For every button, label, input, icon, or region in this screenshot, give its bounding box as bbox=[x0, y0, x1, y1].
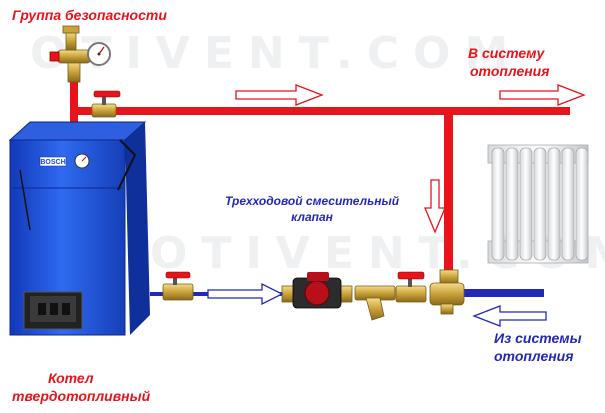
flow-arrow-icon bbox=[235, 84, 324, 106]
y-strainer-icon bbox=[354, 285, 396, 321]
circulation-pump-icon bbox=[281, 272, 353, 309]
safety-group bbox=[49, 25, 111, 83]
boiler-label-line1: Котел bbox=[48, 370, 94, 386]
to-heating-label-line2: отопления bbox=[470, 63, 550, 79]
safety-group-label: Группа безопасности bbox=[12, 7, 167, 23]
flow-arrow-icon bbox=[472, 305, 547, 327]
thermometer-icon bbox=[74, 153, 90, 169]
from-heating-label-line1: Из системы bbox=[494, 330, 582, 346]
ball-valve-icon bbox=[395, 271, 427, 303]
from-heating-label-line2: отопления bbox=[494, 348, 574, 364]
solid-fuel-boiler: BOSCH bbox=[8, 121, 150, 336]
ball-valve-icon bbox=[91, 90, 121, 118]
boiler-badge: BOSCH bbox=[40, 159, 65, 166]
flow-arrow-icon bbox=[499, 84, 586, 106]
flow-arrow-icon bbox=[424, 179, 446, 234]
boiler-label-line2: твердотопливный bbox=[12, 388, 151, 404]
mixing-valve-label-line1: Трехходовой смесительный bbox=[224, 194, 400, 208]
three-way-valve-icon bbox=[429, 269, 465, 315]
to-heating-label-line1: В систему bbox=[468, 45, 545, 61]
flow-arrow-icon bbox=[207, 282, 284, 306]
manometer-icon bbox=[87, 42, 111, 66]
radiator-icon bbox=[487, 144, 589, 264]
ball-valve-icon bbox=[162, 271, 194, 301]
mixing-valve-label-line2: клапан bbox=[291, 210, 333, 224]
supply-pipe bbox=[70, 80, 570, 276]
